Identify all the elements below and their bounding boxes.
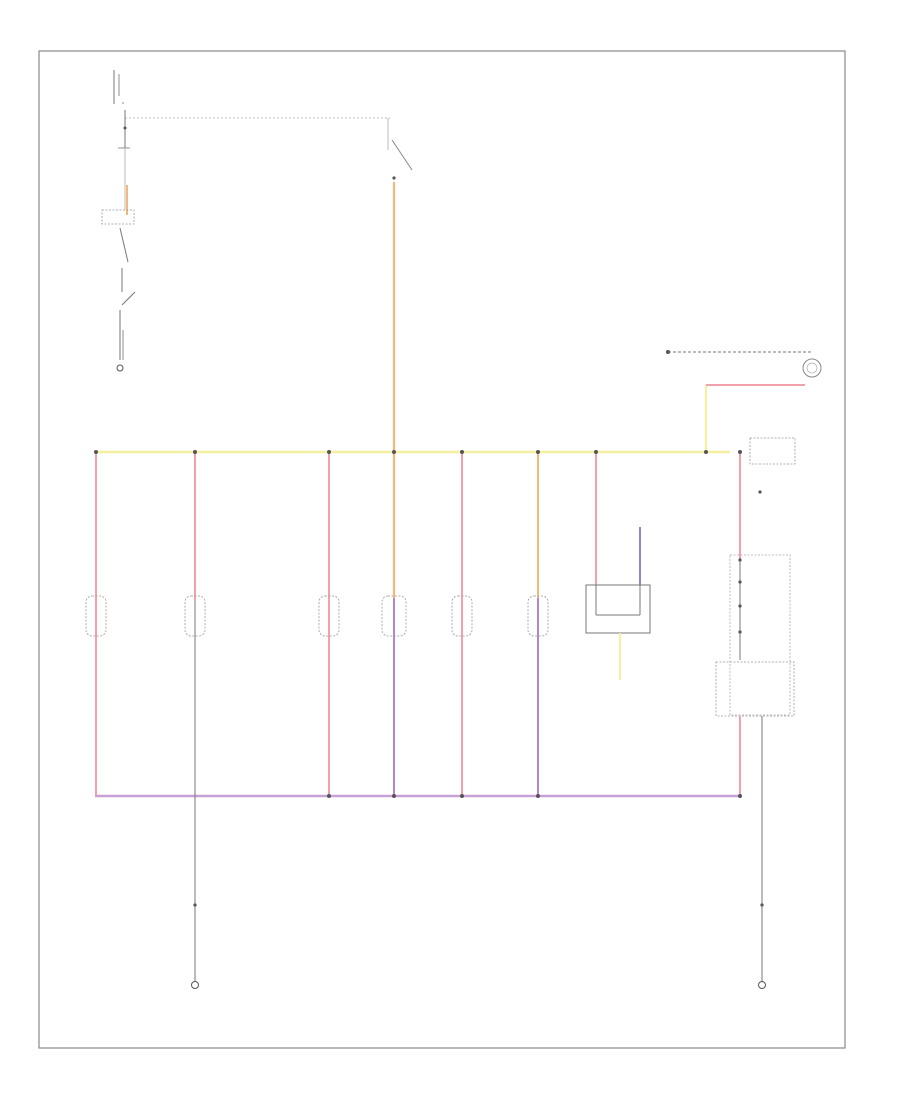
lamp-branch-6 (527, 450, 549, 796)
lamp-branch-1 (85, 450, 107, 796)
power-supply-section (101, 70, 390, 372)
ground-bl-icon (191, 981, 199, 989)
right-section (666, 350, 822, 989)
lamp-branch-2 (184, 450, 206, 989)
lamp-branch-3 (318, 450, 340, 796)
ground-br-icon (758, 981, 766, 989)
lamp-branch-5 (451, 450, 473, 796)
buzzer-module (585, 450, 651, 680)
ground-tl-icon (116, 364, 124, 372)
clock-icon (802, 358, 822, 378)
orange-feed-switch (387, 118, 413, 180)
bus-junctions (327, 794, 742, 798)
lamp-branch-4 (381, 450, 407, 796)
diagram-frame (38, 50, 846, 1049)
